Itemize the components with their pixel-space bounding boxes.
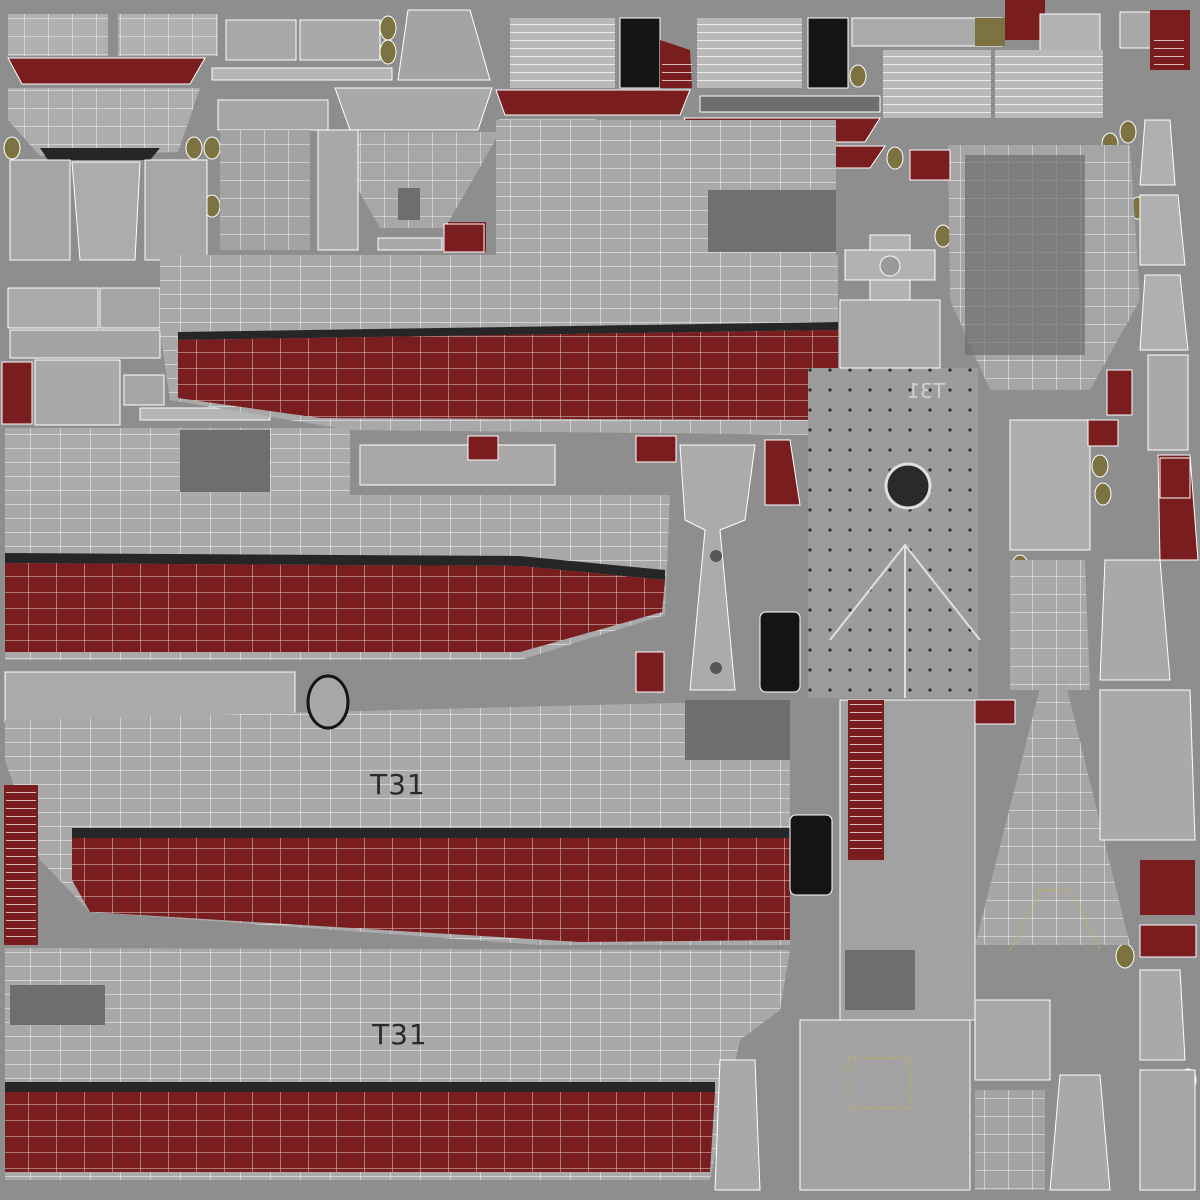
hull-strip-1 <box>160 120 838 435</box>
hull-number-label-lower: T31 <box>371 1018 428 1051</box>
mast-cross-part <box>844 234 936 301</box>
hull-strip-4: T31 <box>5 948 790 1191</box>
superstructure-parts <box>1 87 596 426</box>
small-red-fragments <box>443 149 1197 958</box>
top-row-parts <box>7 0 1190 169</box>
hull-strip-2 <box>5 428 801 693</box>
flight-deck: T31 <box>799 299 981 1191</box>
hull-strip-3: T31 <box>4 671 833 945</box>
right-column-parts <box>948 119 1199 1191</box>
hull-number-label-upper: T31 <box>369 768 426 801</box>
deck-hull-label-mirrored: T31 <box>907 379 946 403</box>
